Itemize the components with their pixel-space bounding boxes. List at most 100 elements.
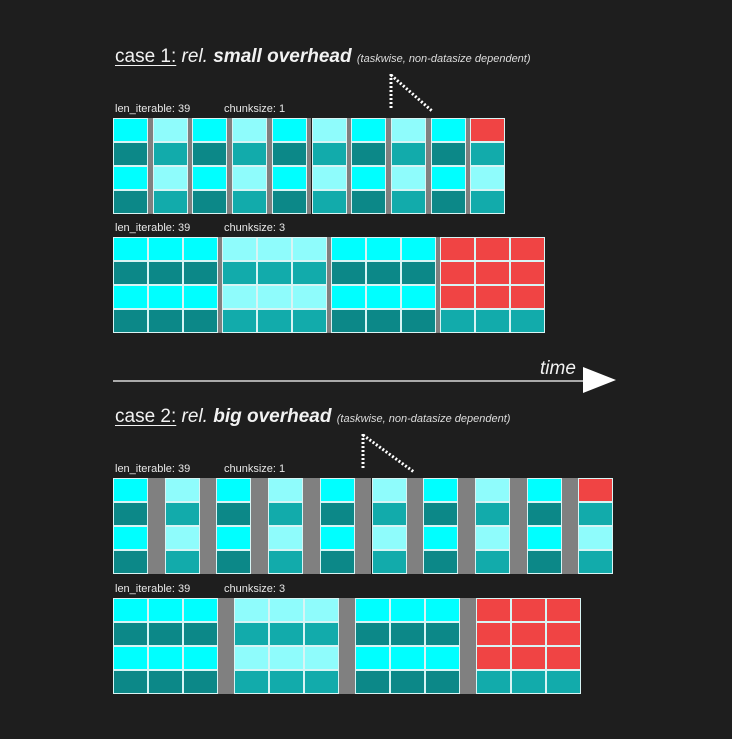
task-cell: [113, 237, 148, 261]
task-cell: [390, 670, 425, 694]
task-cell: [113, 502, 148, 526]
task-cell: [476, 670, 511, 694]
task-cell: [578, 526, 614, 550]
task-cell: [269, 646, 304, 670]
overhead-gap: [227, 118, 233, 214]
idle-cell: [511, 622, 546, 646]
task-cell: [269, 670, 304, 694]
task-cell: [268, 502, 304, 526]
task-cell: [183, 646, 218, 670]
task-cell: [148, 261, 183, 285]
task-cell: [183, 237, 218, 261]
chunksize-label: chunksize: 1: [224, 103, 286, 115]
len-iterable-label: len_iterable: 39: [115, 222, 191, 234]
chunksize-label: chunksize: 3: [224, 583, 286, 595]
task-cell: [183, 261, 218, 285]
task-cell: [474, 502, 510, 526]
note-label: (taskwise, non-datasize dependent): [356, 53, 531, 65]
task-cell: [430, 142, 466, 166]
task-cell: [578, 550, 614, 574]
task-cell: [234, 598, 269, 622]
task-cell: [390, 646, 425, 670]
task-cell: [425, 598, 460, 622]
task-cell: [268, 550, 304, 574]
task-cell: [526, 526, 562, 550]
idle-cell: [475, 285, 510, 309]
task-cell: [232, 118, 268, 142]
task-cell: [304, 622, 339, 646]
task-cell: [526, 478, 562, 502]
task-cell: [234, 622, 269, 646]
overhead-gap: [354, 478, 372, 574]
idle-cell: [511, 598, 546, 622]
idle-cell: [475, 237, 510, 261]
idle-cell: [510, 237, 545, 261]
overhead-gap: [561, 478, 579, 574]
task-cell: [113, 190, 148, 214]
task-cell: [304, 670, 339, 694]
task-cell: [423, 478, 459, 502]
task-cell: [355, 622, 390, 646]
task-cell: [292, 309, 327, 333]
task-cell: [148, 237, 183, 261]
emphasis-label: big overhead: [213, 406, 332, 427]
task-cell: [113, 622, 148, 646]
task-cell: [366, 285, 401, 309]
task-cell: [113, 670, 148, 694]
task-cell: [311, 190, 347, 214]
task-cell: [371, 526, 407, 550]
overhead-gap: [346, 118, 352, 214]
task-cell: [113, 478, 148, 502]
task-cell: [164, 502, 200, 526]
idle-cell: [546, 598, 581, 622]
rel-label: rel.: [181, 406, 208, 427]
task-cell: [423, 526, 459, 550]
idle-cell: [578, 478, 614, 502]
task-cell: [390, 622, 425, 646]
task-cell: [355, 670, 390, 694]
task-cell: [304, 598, 339, 622]
task-cell: [390, 142, 426, 166]
chunksize-label: chunksize: 3: [224, 222, 286, 234]
time-label: time: [540, 358, 576, 379]
overhead-gap: [148, 118, 153, 214]
overhead-gap: [406, 478, 424, 574]
task-cell: [304, 646, 339, 670]
task-cell: [331, 309, 366, 333]
task-cell: [183, 622, 218, 646]
task-cell: [319, 502, 355, 526]
overhead-gap: [148, 478, 165, 574]
task-cell: [440, 309, 475, 333]
task-cell: [510, 309, 545, 333]
task-cell: [430, 166, 466, 190]
overhead-gap: [436, 237, 440, 333]
task-cell: [148, 646, 183, 670]
task-cell: [148, 309, 183, 333]
overhead-gap: [509, 478, 527, 574]
task-cell: [216, 526, 252, 550]
task-cell: [148, 670, 183, 694]
task-cell: [183, 285, 218, 309]
task-cell: [423, 550, 459, 574]
task-cell: [526, 502, 562, 526]
overhead-gap: [199, 478, 217, 574]
task-cell: [183, 598, 218, 622]
overhead-pointer-diagonal: [390, 73, 433, 113]
idle-cell: [440, 237, 475, 261]
idle-cell: [475, 261, 510, 285]
overhead-gap: [303, 478, 320, 574]
case-label: case 1:: [115, 46, 177, 67]
idle-cell: [476, 646, 511, 670]
task-cell: [311, 142, 347, 166]
task-cell: [257, 237, 292, 261]
task-cell: [164, 526, 200, 550]
overhead-pointer-diagonal: [362, 433, 415, 474]
task-cell: [390, 166, 426, 190]
task-cell: [331, 261, 366, 285]
task-cell: [164, 550, 200, 574]
task-cell: [222, 237, 257, 261]
len-iterable-label: len_iterable: 39: [115, 583, 191, 595]
task-cell: [152, 118, 188, 142]
task-cell: [371, 550, 407, 574]
